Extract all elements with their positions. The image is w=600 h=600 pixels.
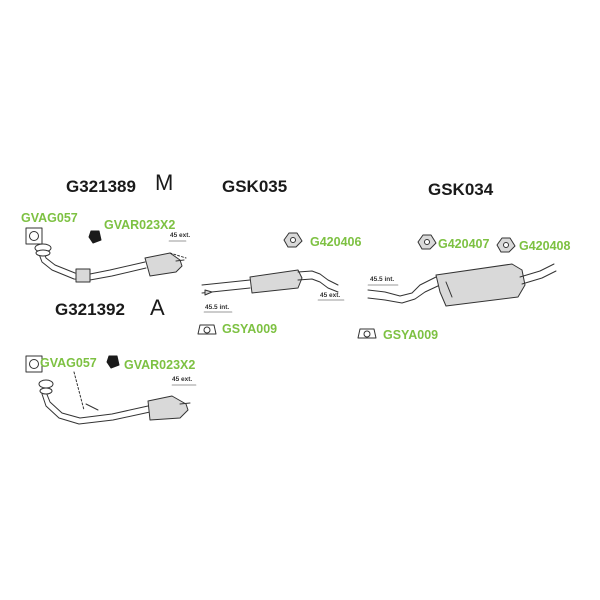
front-pipe-catalyst-top[interactable] xyxy=(34,242,187,283)
part-number-gvar023x2-top[interactable]: GVAR023X2 xyxy=(104,218,176,232)
part-number-gsk034[interactable]: GSK034 xyxy=(428,180,494,199)
dimension-lines xyxy=(168,240,399,386)
part-number-gsk035[interactable]: GSK035 xyxy=(222,177,288,196)
part-number-g420406[interactable]: G420406 xyxy=(310,235,362,249)
gasket-icon[interactable] xyxy=(25,355,43,373)
rear-silencer[interactable] xyxy=(367,263,557,307)
clamp-icon[interactable] xyxy=(357,328,377,339)
part-number-g420407[interactable]: G420407 xyxy=(438,237,490,251)
part-number-g321392[interactable]: G321392 xyxy=(55,300,125,319)
clamp-icon[interactable] xyxy=(197,324,217,335)
bracket-icon[interactable] xyxy=(88,230,102,244)
front-pipe-catalyst-bottom[interactable] xyxy=(38,371,191,425)
middle-silencer[interactable] xyxy=(201,269,339,296)
dimension-label: 45 ext. xyxy=(172,376,193,383)
dimension-label: 45.5 int. xyxy=(205,304,230,311)
rubber-mount-icon[interactable] xyxy=(496,237,516,253)
part-number-gvag057-top[interactable]: GVAG057 xyxy=(21,211,78,225)
rubber-mount-icon[interactable] xyxy=(283,232,303,248)
part-number-g420408[interactable]: G420408 xyxy=(519,239,571,253)
rubber-mount-icon[interactable] xyxy=(417,234,437,250)
mazda-symbol-icon: M xyxy=(155,170,174,195)
part-number-gvar023x2-bottom[interactable]: GVAR023X2 xyxy=(124,358,196,372)
bracket-icon[interactable] xyxy=(106,355,120,369)
dimension-label: 45 ext. xyxy=(320,292,341,299)
gasket-icon[interactable] xyxy=(25,227,43,245)
part-number-gsya009-right[interactable]: GSYA009 xyxy=(383,328,439,342)
dimension-label: 45 ext. xyxy=(170,232,191,239)
audi-symbol-icon: A xyxy=(150,295,165,320)
part-number-gsya009-left[interactable]: GSYA009 xyxy=(222,322,278,336)
dimension-label: 45.5 int. xyxy=(370,276,395,283)
part-number-gvag057-bottom[interactable]: GVAG057 xyxy=(40,356,97,370)
part-number-g321389[interactable]: G321389 xyxy=(66,177,136,196)
